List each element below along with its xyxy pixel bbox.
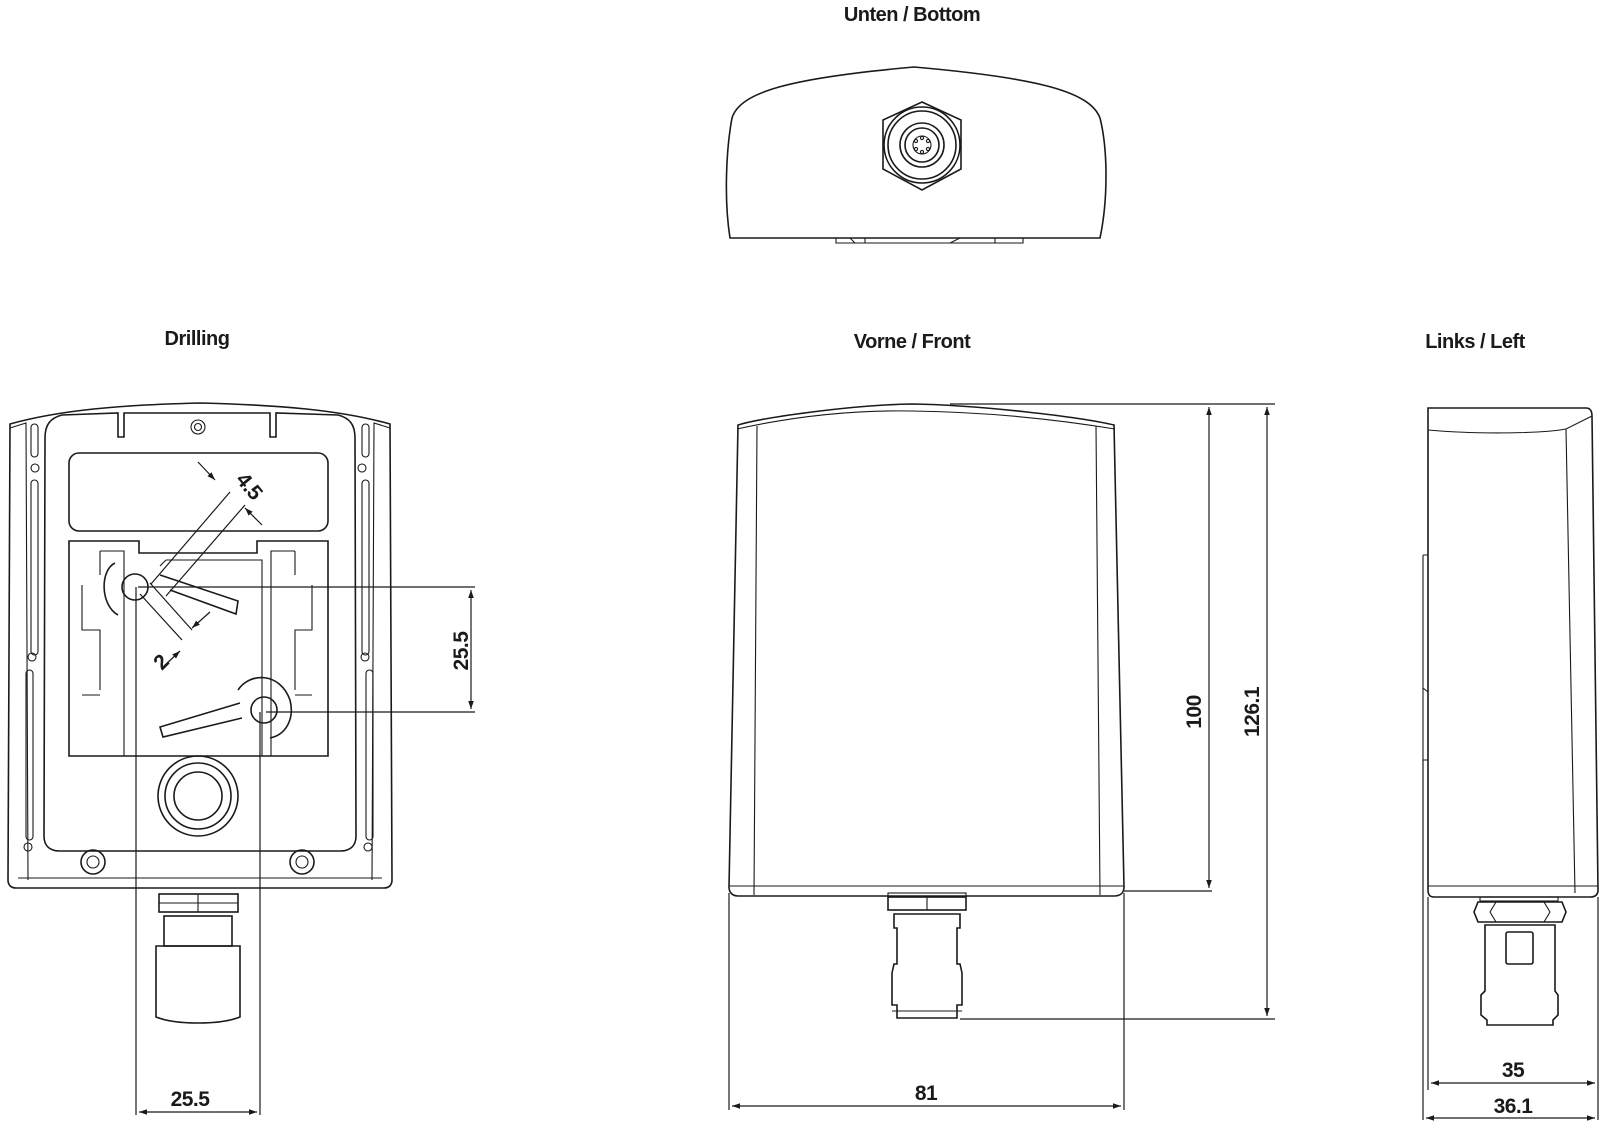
front-view: Vorne / Front 100 126.1 81 bbox=[728, 331, 1275, 1110]
left-view-title: Links / Left bbox=[1425, 331, 1525, 353]
dim-width: 81 bbox=[915, 1082, 938, 1105]
drilling-side-slots bbox=[23, 423, 374, 852]
dim-body-height: 100 bbox=[1183, 695, 1206, 729]
bottom-connector-icon bbox=[882, 101, 962, 191]
drilling-view: Drilling bbox=[7, 328, 475, 1115]
front-dimensions: 100 126.1 81 bbox=[728, 403, 1275, 1110]
keyhole-slot-upper bbox=[103, 562, 239, 616]
drilling-inner-frame bbox=[68, 540, 329, 757]
left-housing-outline bbox=[1427, 407, 1599, 898]
dim-total-depth: 36.1 bbox=[1494, 1095, 1534, 1118]
front-connector bbox=[887, 892, 967, 1019]
left-connector bbox=[1473, 896, 1567, 1026]
dim-hole-vertical: 25.5 bbox=[450, 631, 473, 671]
dim-total-height: 126.1 bbox=[1241, 686, 1264, 737]
drilling-dimensions: 4.5 2 25.5 25.5 bbox=[135, 461, 475, 1115]
left-view: Links / Left 35 36.1 bbox=[1422, 331, 1599, 1121]
front-view-title: Vorne / Front bbox=[854, 331, 971, 353]
drilling-cable-hole bbox=[157, 755, 239, 837]
dim-slot-narrow: 2 bbox=[149, 650, 173, 674]
dim-hole-horizontal: 25.5 bbox=[171, 1088, 211, 1111]
bottom-view: Unten / Bottom bbox=[725, 4, 1107, 244]
drilling-housing-outline bbox=[7, 402, 393, 889]
drilling-label-window bbox=[68, 452, 329, 532]
drilling-screw-icons bbox=[80, 849, 315, 875]
left-dimensions: 35 36.1 bbox=[1422, 760, 1599, 1121]
drilling-mount-plate bbox=[43, 412, 357, 852]
dim-slot-width: 4.5 bbox=[231, 468, 267, 505]
bottom-view-title: Unten / Bottom bbox=[844, 4, 980, 26]
bottom-housing-outline bbox=[725, 66, 1107, 239]
drilling-connector bbox=[155, 893, 241, 1024]
front-housing-outline bbox=[728, 403, 1125, 897]
keyhole-slot-lower bbox=[159, 676, 292, 739]
dim-depth: 35 bbox=[1502, 1059, 1525, 1082]
bottom-mount-rail bbox=[835, 237, 1024, 244]
drilling-view-title: Drilling bbox=[165, 328, 230, 350]
